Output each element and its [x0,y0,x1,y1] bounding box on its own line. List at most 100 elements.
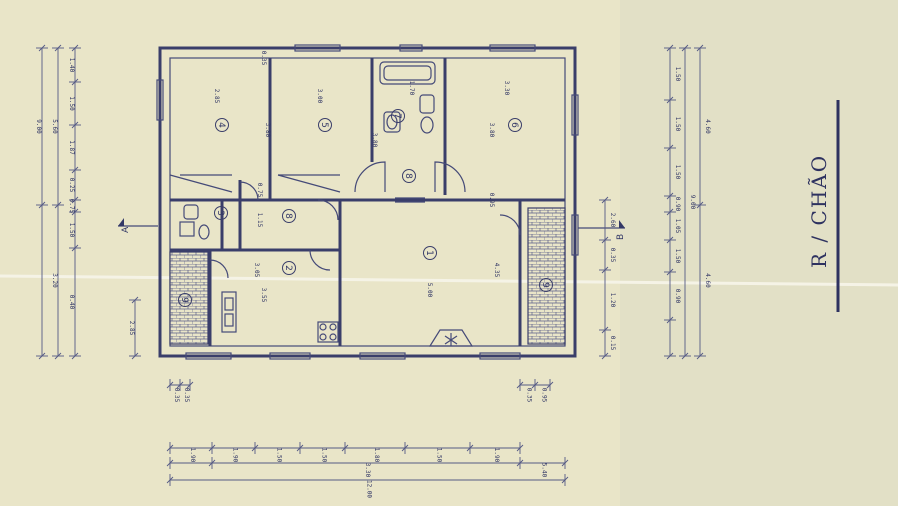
room-number: 8 [403,173,413,179]
top-chain-label: 1.50 [321,448,328,463]
right-small-label: 2.60 [609,213,616,228]
section-marker-a: A [118,218,158,233]
interior-dimension: 3.80 [488,123,495,138]
section-marker-b: B [578,220,626,240]
dimension-lines: 1.90 1.90 1.50 1.50 1.80 1.50 1.90 3.30 5.40 12.0… [35,44,711,498]
interior-dimension: 3.30 [503,81,510,96]
left-chain-label: 0.40 [68,295,75,310]
room-number: 7 [392,113,402,119]
left-mid-label: 3.20 [51,273,58,288]
room-circle [282,261,296,275]
small-right-label: 0.35 [526,388,533,403]
room-circle [391,109,405,123]
left-chain-label: 1.87 [68,140,75,155]
left-mid-label: 5.60 [51,119,58,134]
room-11: 9 [539,278,553,292]
room-number: 6 [509,122,519,128]
left-chain-label: 0.25 [68,178,75,193]
room-8: 2 [282,261,296,275]
interior-dimension: 5.00 [426,283,433,298]
interior-dimension: 1.15 [256,213,263,228]
right-outer-label: 9.00 [689,195,696,210]
room-5: 8 [282,209,296,223]
room-number: 3 [215,210,225,216]
room-6: 8 [402,169,416,183]
interior-dimension: 3.55 [260,288,267,303]
room-circle [508,118,522,132]
room-number: 8 [283,213,293,219]
right-chain-label: 0.90 [674,289,681,304]
right-small-label: 1.20 [609,293,616,308]
room-circle [282,209,296,223]
left-chain-label: 0.75 [68,199,75,214]
interior-dimension: 0.75 [256,183,263,198]
interior-dimension: 4.35 [493,263,500,278]
fireplace [428,329,474,347]
room-9: 1 [423,246,437,260]
interior-dimension: 3.80 [264,123,271,138]
paper-shadow [620,0,898,506]
interior-walls [169,58,565,346]
right-chain-label: 1.50 [674,67,681,82]
room-labels: 4 5 7 6 8 8 3 2 1 9 9 [178,109,553,307]
top-chain-label: 1.90 [232,448,239,463]
room-3: 7 [391,109,405,123]
paper-fold [0,274,898,287]
door-swings [209,161,521,279]
room-number: 9 [179,297,189,303]
right-small-label: 0.15 [609,336,616,351]
right-small-label: 0.35 [609,248,616,263]
right-chain-label: 1.05 [674,219,681,234]
section-label-a: A [121,226,131,233]
interior-dimension: 0.35 [260,51,267,66]
top-middle-label: 3.30 [364,463,371,478]
interior-dimension: 2.85 [213,89,220,104]
room-circle [318,118,332,132]
room-circle [178,293,192,307]
room-number: 4 [216,122,226,128]
room-circle [214,206,228,220]
interior-dimension: 3.00 [316,89,323,104]
floor-title-text: R / CHÃO [807,154,831,268]
outer-walls [158,46,577,358]
room-circle [402,169,416,183]
right-chain-label: 1.50 [674,165,681,180]
room-circle [215,118,229,132]
room-1: 4 [215,118,229,132]
right-total-label: 4.60 [704,119,711,134]
room-number: 2 [283,265,293,271]
top-chain-label: 1.50 [436,448,443,463]
top-middle-label: 5.40 [541,463,548,478]
interior-dimension: 1.70 [408,81,415,96]
top-chain-label: 1.90 [189,448,196,463]
left-chain-label: 1.50 [68,96,75,111]
right-total-label: 4.60 [704,273,711,288]
top-chain-label: 1.80 [373,448,380,463]
room-2: 5 [318,118,332,132]
room-7: 3 [214,206,228,220]
top-chain-label: 1.50 [276,448,283,463]
top-chain-label: 1.90 [493,448,500,463]
right-chain-label: 0.90 [674,197,681,212]
left-small-label: 2.85 [128,321,135,336]
small-left-label: 0.35 [173,388,180,403]
small-left-label: 0.35 [183,388,190,403]
room-4: 6 [508,118,522,132]
room-number: 5 [319,122,329,128]
windows [156,44,579,360]
right-chain-label: 1.50 [674,117,681,132]
top-total-label: 12.00 [366,480,373,498]
interior-dimension: 0.95 [488,193,495,208]
left-total-label: 9.00 [35,119,42,134]
left-chain-label: 1.50 [68,223,75,238]
terrace-right [527,207,566,345]
room-number: 1 [424,250,434,256]
room-circle [423,246,437,260]
room-circle [539,278,553,292]
interior-dimension: 3.05 [253,263,260,278]
right-chain-label: 1.50 [674,249,681,264]
section-label-b: B [616,234,626,240]
room-number: 9 [540,282,550,288]
interior-dimension: 3.80 [371,133,378,148]
